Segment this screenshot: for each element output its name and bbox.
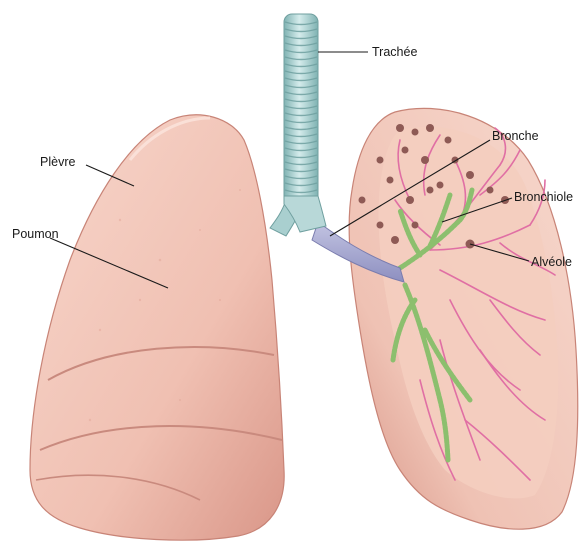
label-poumon: Poumon	[12, 227, 59, 241]
label-bronchiole: Bronchiole	[514, 190, 573, 204]
label-plevre: Plèvre	[40, 155, 75, 169]
left-lung	[30, 115, 284, 540]
label-bronche: Bronche	[492, 129, 539, 143]
right-lung	[312, 108, 578, 529]
label-alveole: Alvéole	[531, 255, 572, 269]
trachea	[270, 14, 326, 236]
label-trachee: Trachée	[372, 45, 417, 59]
